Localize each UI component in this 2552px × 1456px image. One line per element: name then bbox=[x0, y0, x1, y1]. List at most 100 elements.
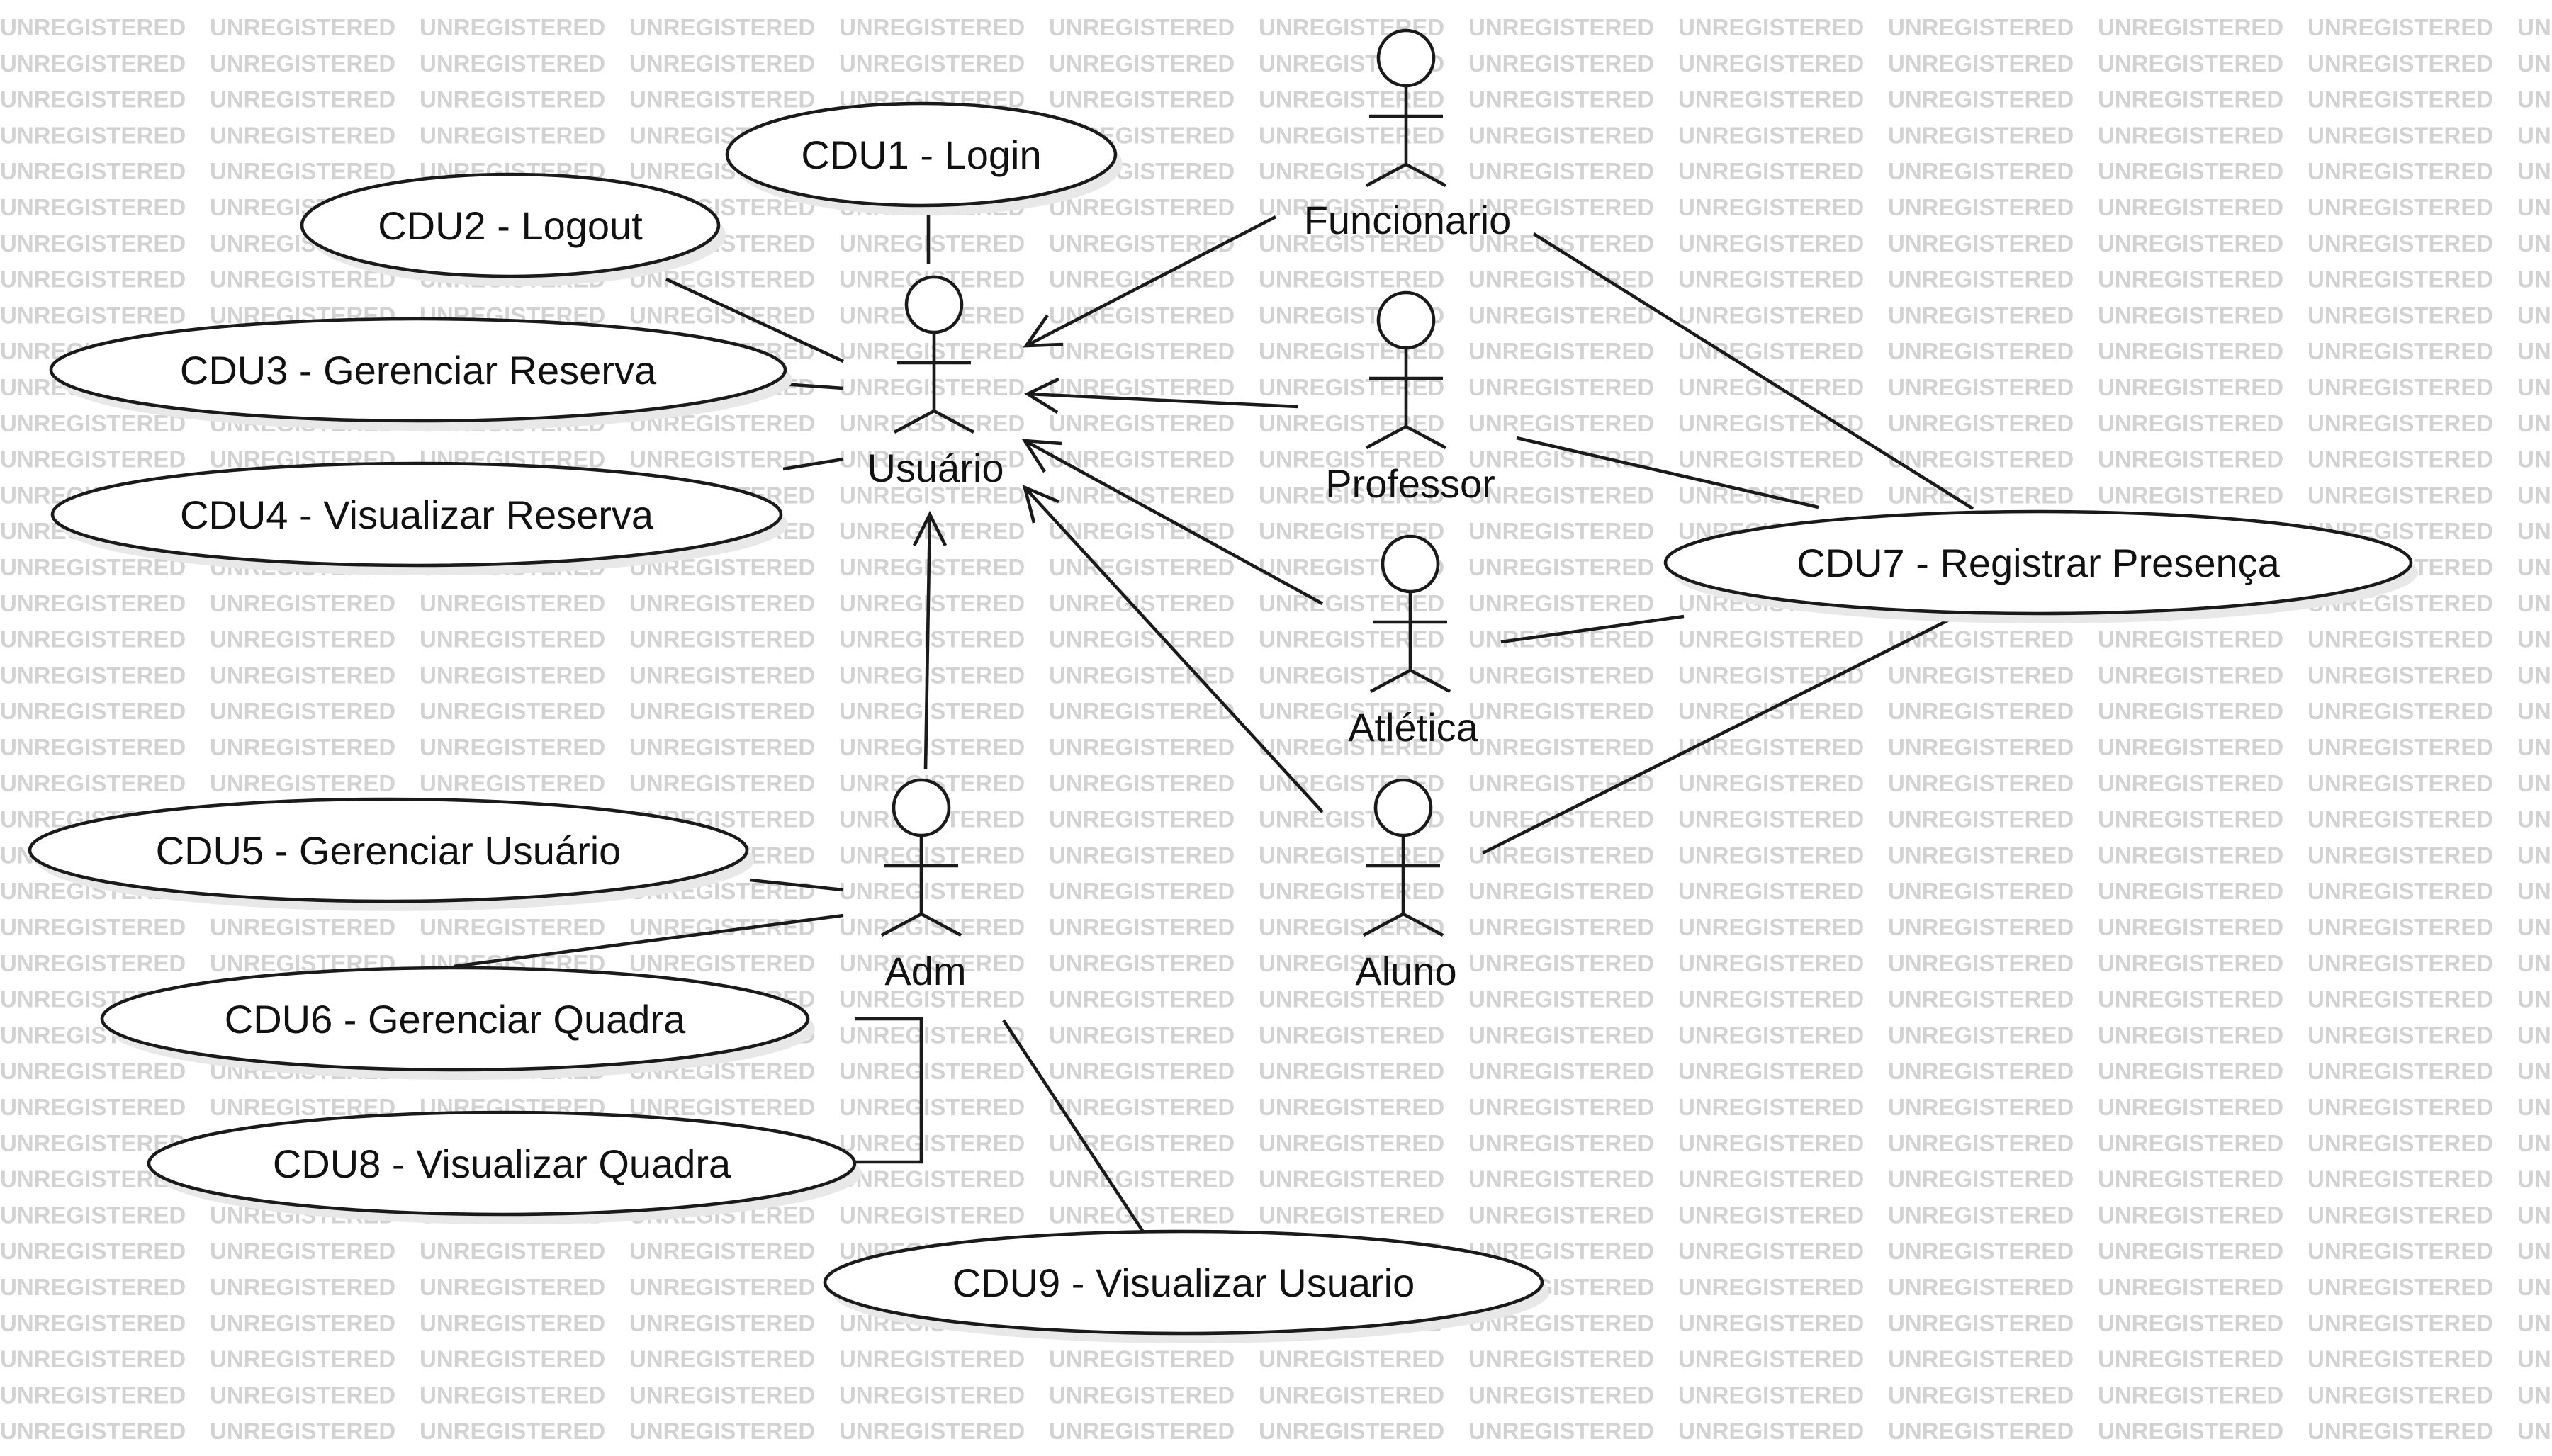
watermark-text: UNREGISTERED bbox=[1259, 230, 1444, 256]
watermark-text: UNREGISTERED bbox=[0, 86, 186, 113]
watermark-text: UNREGISTERED bbox=[1888, 410, 2074, 436]
watermark-text: UNREGISTERED bbox=[839, 698, 1025, 724]
actor-funcionario-head bbox=[1376, 28, 1436, 88]
watermark-text: UNREGISTERED bbox=[210, 14, 395, 40]
watermark-text: UNREGISTERED bbox=[1678, 230, 1864, 256]
watermark-text: UNREGISTERED bbox=[0, 266, 186, 293]
watermark-text: UNREGISTERED bbox=[1049, 626, 1235, 653]
watermark-text: UNREGISTERED bbox=[2098, 158, 2283, 184]
actor-funcionario[interactable]: Funcionario bbox=[1304, 28, 1512, 242]
watermark-text: UNREGISTERED bbox=[2517, 410, 2552, 436]
connectors bbox=[453, 205, 1974, 1234]
use-case-cdu4[interactable]: CDU4 - Visualizar Reserva bbox=[50, 461, 788, 575]
watermark-text: UNREGISTERED bbox=[1678, 1130, 1864, 1156]
watermark-text: UNREGISTERED bbox=[1678, 1058, 1864, 1084]
watermark-text: UNREGISTERED bbox=[1049, 1418, 1235, 1444]
actor-aluno[interactable]: Aluno bbox=[1355, 778, 1457, 993]
watermark-text: UNREGISTERED bbox=[1678, 986, 1864, 1012]
assoc-adm-cdu6 bbox=[453, 913, 844, 969]
watermark-text: UNREGISTERED bbox=[1049, 770, 1235, 796]
watermark-text: UNREGISTERED bbox=[1259, 86, 1444, 113]
actor-atletica[interactable]: Atlética bbox=[1348, 534, 1479, 750]
watermark-text: UNREGISTERED bbox=[420, 1310, 605, 1336]
use-case-cdu3[interactable]: CDU3 - Gerenciar Reserva bbox=[49, 317, 792, 431]
watermark-text: UNREGISTERED bbox=[2308, 410, 2493, 436]
watermark-text: UNREGISTERED bbox=[2517, 266, 2552, 293]
watermark-text: UNREGISTERED bbox=[1259, 590, 1444, 616]
watermark-text: UNREGISTERED bbox=[2517, 914, 2552, 940]
watermark-text: UNREGISTERED bbox=[839, 1346, 1025, 1372]
watermark-text: UNREGISTERED bbox=[2308, 734, 2493, 760]
watermark-text: UNREGISTERED bbox=[2098, 878, 2283, 904]
watermark-text: UNREGISTERED bbox=[1888, 1310, 2074, 1336]
gen-atletica-usuario bbox=[1023, 439, 1324, 606]
assoc-professor-cdu7 bbox=[1516, 436, 1819, 509]
actor-professor[interactable]: Professor bbox=[1325, 290, 1495, 506]
use-case-cdu1[interactable]: CDU1 - Login bbox=[725, 101, 1123, 215]
watermark-text: UNREGISTERED bbox=[1678, 662, 1864, 688]
watermark-text: UNREGISTERED bbox=[1678, 698, 1864, 724]
watermark-text: UNREGISTERED bbox=[2098, 1166, 2283, 1192]
watermark-text: UNREGISTERED bbox=[2517, 482, 2552, 508]
watermark-text: UNREGISTERED bbox=[2098, 266, 2283, 293]
watermark-text: UNREGISTERED bbox=[1259, 662, 1444, 688]
watermark-text: UNREGISTERED bbox=[629, 1382, 815, 1408]
use-case-cdu2[interactable]: CDU2 - Logout bbox=[300, 172, 726, 286]
actor-adm[interactable]: Adm bbox=[880, 778, 967, 993]
assoc-adm-cdu5 bbox=[749, 878, 844, 892]
watermark-text: UNREGISTERED bbox=[1259, 698, 1444, 724]
use-case-cdu2-label: CDU2 - Logout bbox=[378, 203, 643, 248]
watermark-text: UNREGISTERED bbox=[1259, 986, 1444, 1012]
watermark-text: UNREGISTERED bbox=[629, 1418, 815, 1444]
watermark-text: UNREGISTERED bbox=[1468, 806, 1654, 833]
watermark-text: UNREGISTERED bbox=[2517, 1166, 2552, 1192]
watermark-text: UNREGISTERED bbox=[1678, 1310, 1864, 1336]
use-case-cdu8[interactable]: CDU8 - Visualizar Quadra bbox=[147, 1110, 862, 1224]
watermark-text: UNREGISTERED bbox=[1259, 1130, 1444, 1156]
watermark-text: UNREGISTERED bbox=[1468, 986, 1654, 1012]
watermark-text: UNREGISTERED bbox=[210, 914, 395, 940]
watermark-text: UNREGISTERED bbox=[1888, 194, 2074, 220]
watermark-text: UNREGISTERED bbox=[210, 1382, 395, 1408]
watermark-text: UNREGISTERED bbox=[1468, 410, 1654, 436]
watermark-text: UNREGISTERED bbox=[1049, 1382, 1235, 1408]
watermark-text: UNREGISTERED bbox=[420, 1274, 605, 1300]
watermark-text: UNREGISTERED bbox=[2308, 1166, 2493, 1192]
watermark-text: UNREGISTERED bbox=[0, 698, 186, 724]
actor-professor-head bbox=[1376, 290, 1436, 350]
actor-aluno-label: Aluno bbox=[1355, 949, 1456, 993]
watermark-text: UNREGISTERED bbox=[839, 1202, 1025, 1228]
watermark-text: UNREGISTERED bbox=[210, 590, 395, 616]
watermark-text: UNREGISTERED bbox=[1049, 1454, 1235, 1456]
watermark-text: UNREGISTERED bbox=[1049, 1094, 1235, 1120]
watermark-text: UNREGISTERED bbox=[2308, 1418, 2493, 1444]
watermark-text: UNREGISTERED bbox=[210, 1346, 395, 1372]
watermark-text: UNREGISTERED bbox=[1678, 1454, 1864, 1456]
watermark-text: UNREGISTERED bbox=[1678, 1346, 1864, 1372]
use-case-cdu5[interactable]: CDU5 - Gerenciar Usuário bbox=[28, 797, 754, 911]
gen-funcionario-usuario-arrowhead bbox=[1023, 314, 1064, 348]
watermark-text: UNREGISTERED bbox=[1888, 1454, 2074, 1456]
watermark-text: UNREGISTERED bbox=[2308, 914, 2493, 940]
watermark-text: UNREGISTERED bbox=[2517, 986, 2552, 1012]
watermark-text: UNREGISTERED bbox=[0, 1130, 186, 1156]
watermark-text: UNREGISTERED bbox=[2098, 446, 2283, 473]
actor-usuario[interactable]: Usuário bbox=[867, 275, 1004, 490]
watermark-text: UNREGISTERED bbox=[2098, 374, 2283, 400]
watermark-text: UNREGISTERED bbox=[2308, 446, 2493, 473]
watermark-text: UNREGISTERED bbox=[2098, 662, 2283, 688]
watermark-text: UNREGISTERED bbox=[0, 770, 186, 796]
use-case-cdu6[interactable]: CDU6 - Gerenciar Quadra bbox=[100, 966, 815, 1080]
watermark-text: UNREGISTERED bbox=[210, 50, 395, 77]
watermark-text: UNREGISTERED bbox=[0, 1382, 186, 1408]
use-case-cdu9[interactable]: CDU9 - Visualizar Usuario bbox=[823, 1229, 1549, 1343]
watermark-text: UNREGISTERED bbox=[420, 590, 605, 616]
watermark-text: UNREGISTERED bbox=[2098, 1022, 2283, 1048]
watermark-text: UNREGISTERED bbox=[1259, 194, 1444, 220]
watermark-text: UNREGISTERED bbox=[0, 1094, 186, 1120]
watermark-text: UNREGISTERED bbox=[2098, 1454, 2283, 1456]
watermark-text: UNREGISTERED bbox=[839, 554, 1025, 580]
watermark-text: UNREGISTERED bbox=[2098, 1094, 2283, 1120]
watermark-text: UNREGISTERED bbox=[1678, 1418, 1864, 1444]
use-case-cdu7[interactable]: CDU7 - Registrar Presença bbox=[1663, 509, 2418, 623]
